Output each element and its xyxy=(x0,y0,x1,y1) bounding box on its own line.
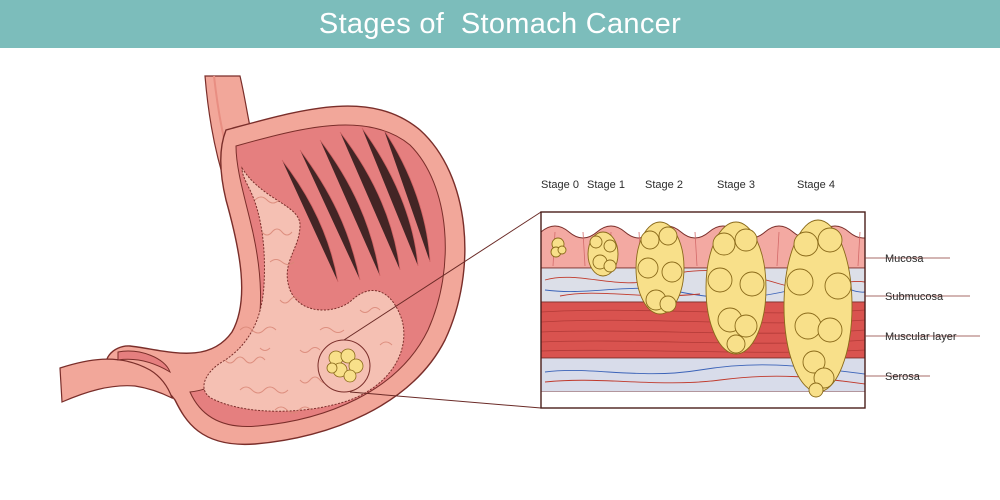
stage-label: Stage 1 xyxy=(587,179,625,191)
tumor-stage-1 xyxy=(587,231,619,277)
tumor-stage-0 xyxy=(550,237,567,258)
tumor-stage-2 xyxy=(635,221,685,315)
layer-label-muscular: Muscular layer xyxy=(885,331,957,343)
stage-label: Stage 3 xyxy=(717,179,755,191)
tumors xyxy=(550,219,853,398)
tumor-stage-3 xyxy=(705,221,767,355)
layer-label-submucosa: Submucosa xyxy=(885,291,944,303)
tumor-stage-4 xyxy=(783,219,853,398)
stage-label: Stage 4 xyxy=(797,179,835,191)
stage-label: Stage 2 xyxy=(645,179,683,191)
layer-label-mucosa: Mucosa xyxy=(885,253,924,265)
page-title: Stages of Stomach Cancer xyxy=(318,7,682,40)
title-bar: Stages of Stomach Cancer xyxy=(0,0,1000,48)
zoom-line-bottom xyxy=(349,391,542,409)
cross-section-panel xyxy=(540,211,866,409)
stage-label: Stage 0 xyxy=(541,179,579,191)
zoom-line-top xyxy=(343,211,542,341)
stomach-illustration xyxy=(59,75,466,446)
tumor-in-stomach xyxy=(326,348,364,383)
layer-label-serosa: Serosa xyxy=(885,371,921,383)
